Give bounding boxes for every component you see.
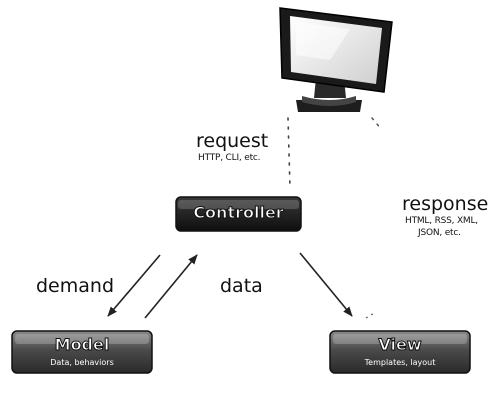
demand-label: demand xyxy=(36,275,115,297)
computer-monitor-icon xyxy=(279,7,393,112)
response-arrow-bottom xyxy=(365,311,377,319)
controller-label: Controller xyxy=(193,203,284,223)
request-label: request xyxy=(196,130,269,152)
view-sublabel: Templates, layout xyxy=(364,358,436,367)
view-node xyxy=(329,330,471,374)
model-node xyxy=(11,330,153,374)
response-label: response xyxy=(402,193,489,215)
request-arrow xyxy=(287,117,291,189)
response-detail-line2: JSON, etc. xyxy=(418,228,461,238)
model-label: Model xyxy=(54,335,110,355)
demand-arrow xyxy=(107,254,161,317)
view-label: View xyxy=(378,335,422,355)
data-arrow xyxy=(144,254,198,319)
data-label: data xyxy=(220,275,263,297)
response-arrow-top xyxy=(371,117,383,131)
controller-node xyxy=(175,196,302,232)
model-sublabel: Data, behaviors xyxy=(50,358,114,367)
request-detail: HTTP, CLI, etc. xyxy=(198,153,261,163)
controller-to-view-arrow xyxy=(299,252,353,317)
response-detail-line1: HTML, RSS, XML, xyxy=(405,216,478,226)
